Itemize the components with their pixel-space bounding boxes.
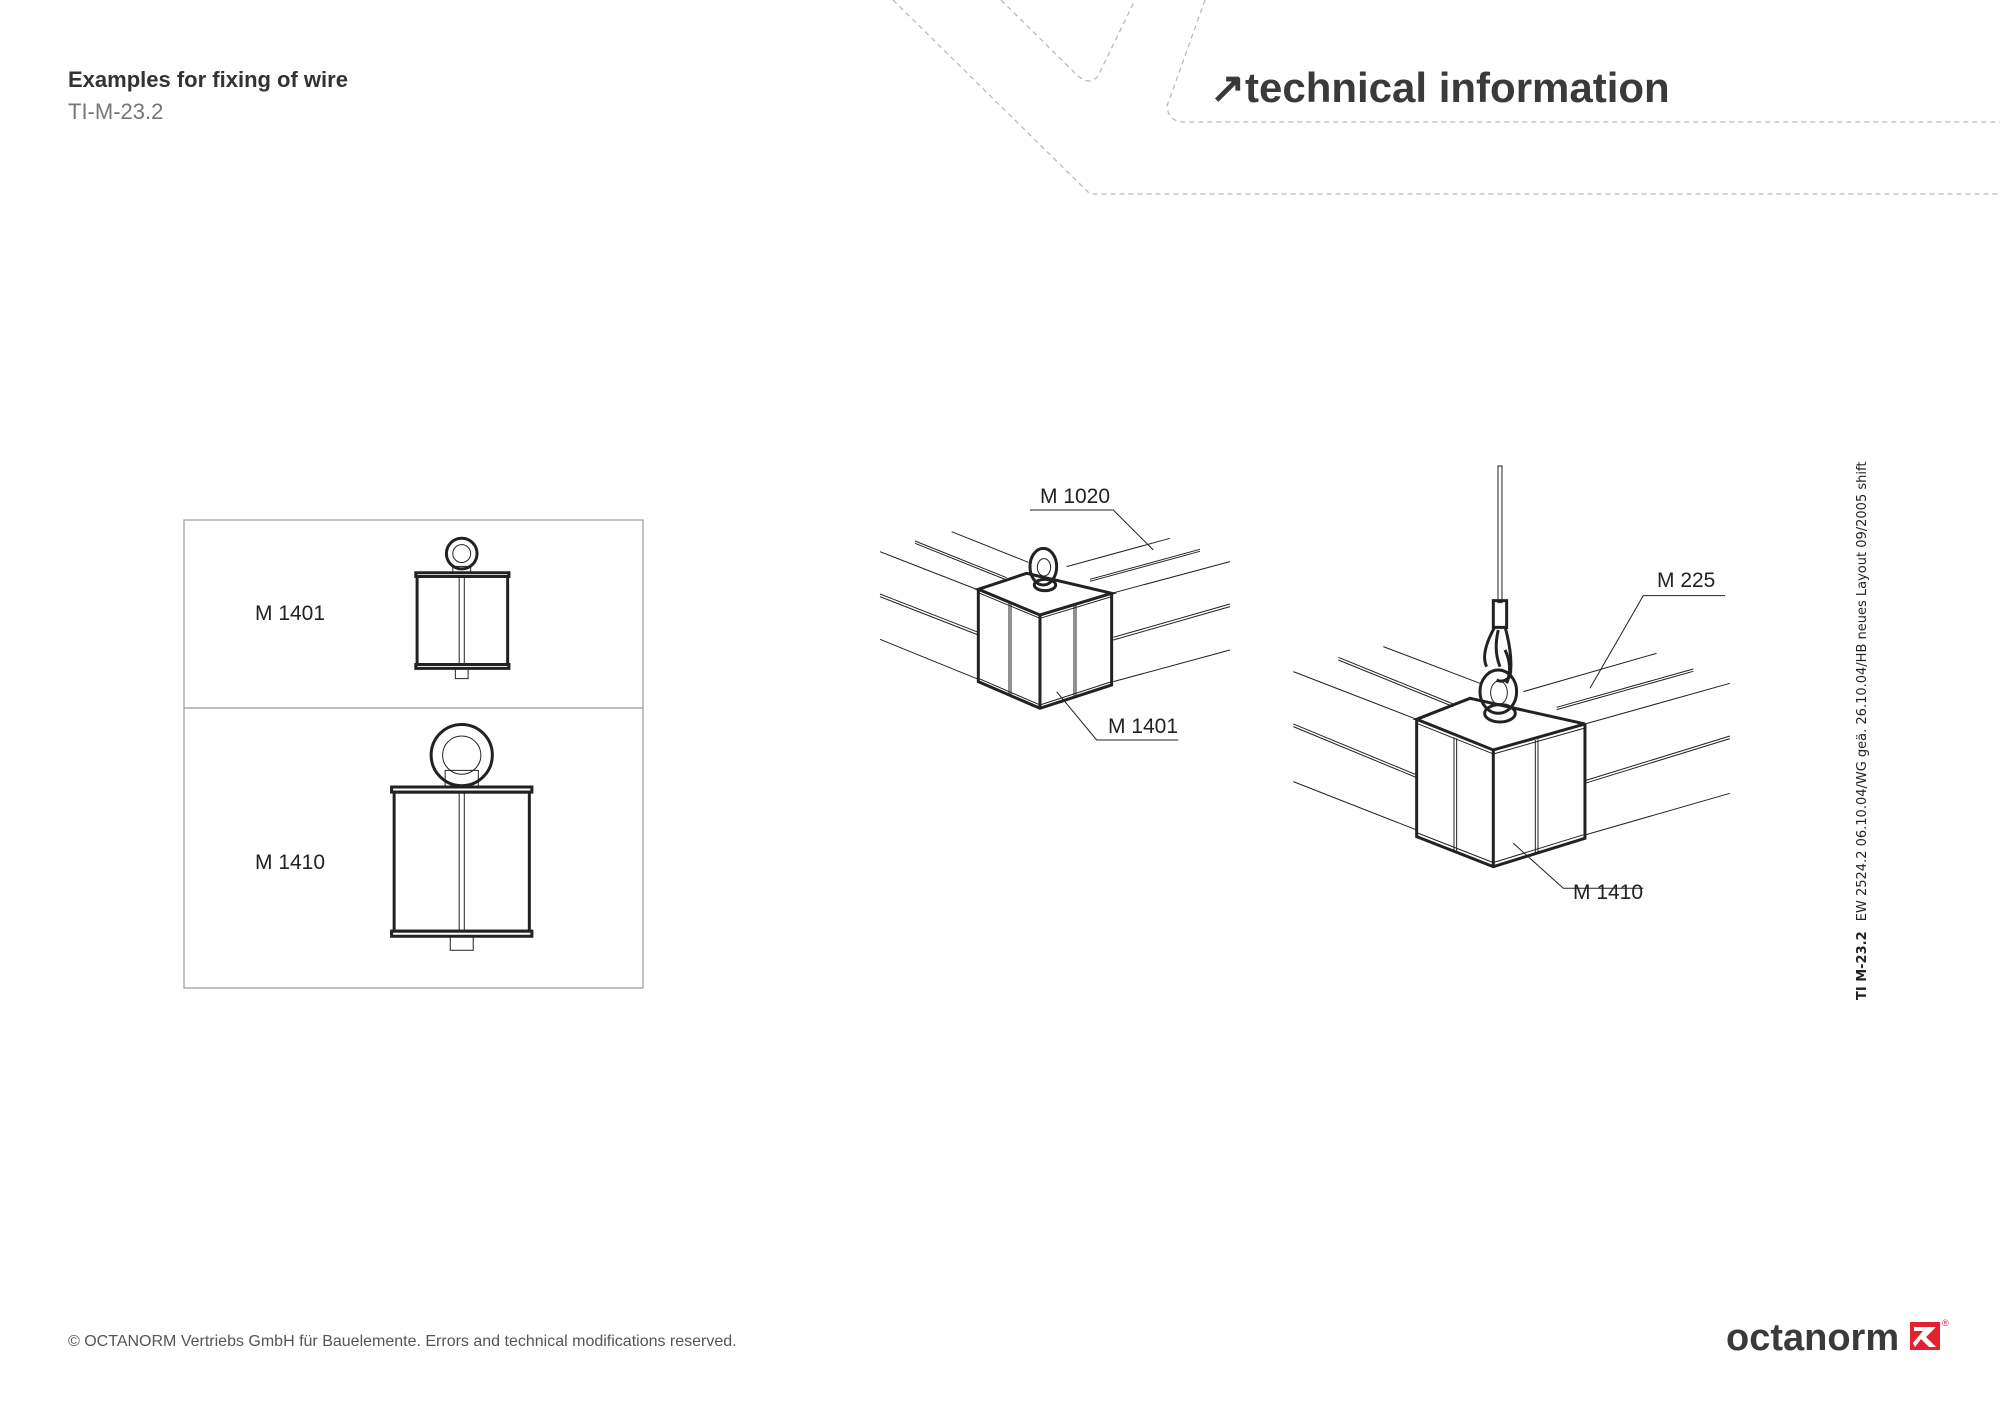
document-title: Examples for fixing of wire — [68, 67, 348, 92]
part-label-m1020: M 1020 — [1040, 485, 1110, 508]
logo-mark-icon — [1910, 1322, 1940, 1350]
leader-line — [1057, 692, 1179, 740]
revision-doc-id: TI M-23.2 — [1855, 931, 1870, 1000]
connector-cube — [1417, 698, 1585, 866]
part-label-m1410: M 1410 — [1573, 881, 1643, 904]
logo-wordmark: octanorm — [1726, 1317, 1899, 1359]
part-label-m225: M 225 — [1657, 569, 1715, 592]
isometric-drawing-m1401: M 1020 M 1401 — [880, 485, 1230, 740]
revision-history: EW 2524.2 06.10.04/WG geä. 26.10.04/HB n… — [1855, 462, 1870, 922]
table-row-label: M 1401 — [255, 602, 325, 625]
arrow-icon: ↗ — [1210, 64, 1245, 111]
svg-text:TI M-23.2 EW 2524.2 06.: TI M-23.2 EW 2524.2 06.10.04/WG geä. 26.… — [1855, 462, 1870, 1000]
wire-rope-icon — [1485, 466, 1511, 681]
part-label-m1401: M 1401 — [1108, 715, 1178, 738]
frame-profiles — [1293, 647, 1730, 835]
isometric-drawing-m1410: M 225 M 1410 — [1293, 466, 1730, 904]
document-id: TI-M-23.2 — [68, 99, 163, 124]
section-title: technical information — [1245, 64, 1670, 111]
copyright-notice: © OCTANORM Vertriebs GmbH für Bauelement… — [68, 1333, 737, 1350]
leader-line — [1590, 596, 1725, 689]
table-row-label: M 1410 — [255, 851, 325, 874]
frame-profiles — [880, 532, 1230, 682]
connector-cube — [978, 573, 1111, 708]
part-m1401-front-view — [416, 538, 509, 678]
revision-note: TI M-23.2 EW 2524.2 06.10.04/WG geä. 26.… — [1855, 462, 1870, 1000]
leader-line — [1513, 843, 1643, 888]
registered-mark: ® — [1942, 1318, 1949, 1328]
octanorm-logo: octanorm ® — [1726, 1317, 1949, 1359]
part-m1410-front-view — [392, 724, 532, 950]
parts-table: M 1401 M 1410 — [183, 519, 644, 989]
leader-line — [1030, 510, 1153, 550]
eyebolt-icon — [1030, 548, 1057, 590]
eyebolt-icon — [1480, 650, 1517, 722]
decorative-dashed-lines — [892, 0, 2000, 195]
